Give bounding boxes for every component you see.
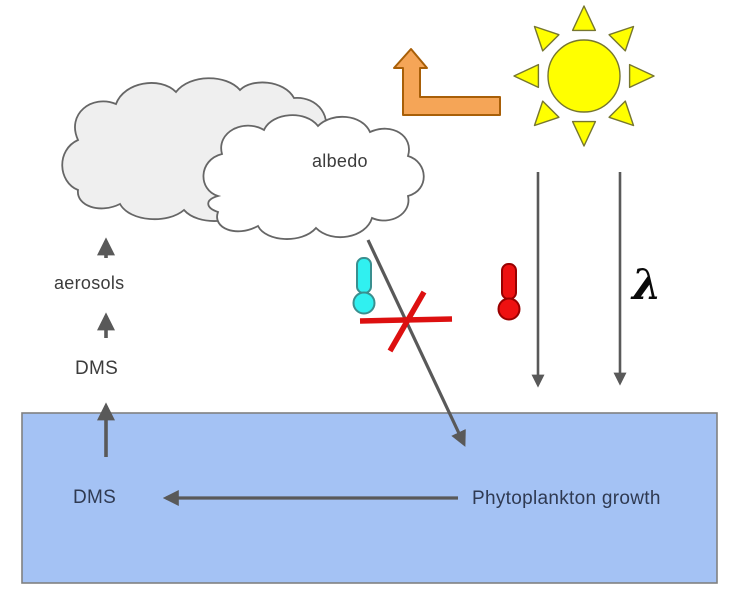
- reflected-radiation-bent-arrow-icon: [393, 48, 501, 116]
- albedo-label: albedo: [312, 151, 368, 171]
- red-cross-icon: [359, 290, 453, 353]
- phytoplankton-growth-label: Phytoplankton growth: [472, 488, 661, 509]
- thermometer-cool-icon: [352, 257, 376, 315]
- aerosols-label: aerosols: [54, 273, 125, 293]
- thermometer-warm-icon: [497, 263, 521, 321]
- lambda-wavelength-label: λ: [632, 260, 662, 309]
- dms-atmosphere-label: DMS: [75, 358, 119, 379]
- sun-icon: [513, 5, 655, 147]
- cloud-front-icon: [202, 114, 425, 240]
- cloud-to-phytoplankton-arrow: [366, 239, 466, 447]
- dms-ocean-label: DMS: [73, 487, 117, 508]
